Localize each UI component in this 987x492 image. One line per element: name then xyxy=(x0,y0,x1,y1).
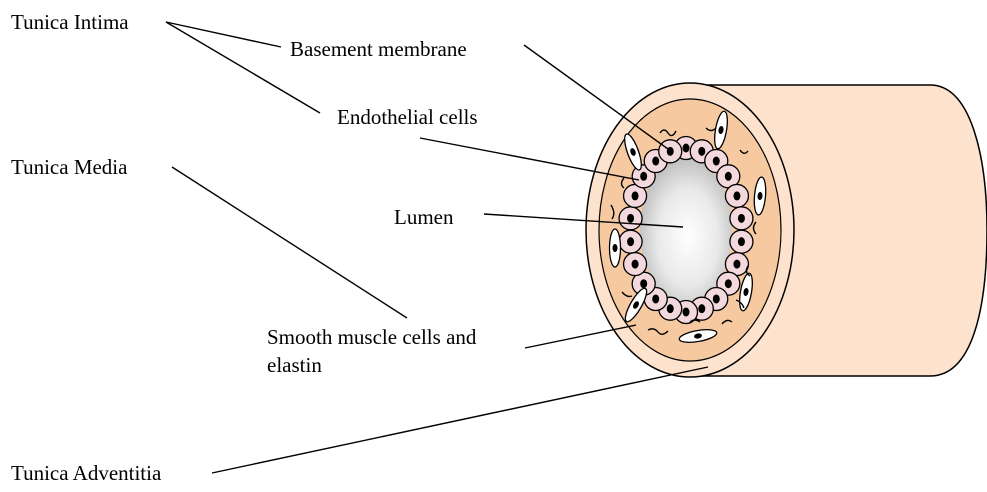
endothelial-cell xyxy=(725,184,748,207)
label-smooth-muscle-line1: Smooth muscle cells and xyxy=(267,324,476,350)
endothelial-cell xyxy=(619,230,642,253)
label-tunica-media: Tunica Media xyxy=(11,154,127,180)
endothelial-cell xyxy=(730,207,753,230)
label-smooth-muscle-line2: elastin xyxy=(267,352,322,378)
endothelial-cell xyxy=(624,253,647,276)
label-tunica-intima: Tunica Intima xyxy=(11,9,129,35)
endothelial-cell xyxy=(659,140,682,163)
label-endothelial-cells: Endothelial cells xyxy=(337,104,478,130)
label-tunica-adventitia: Tunica Adventitia xyxy=(11,460,161,486)
endothelial-cell xyxy=(619,207,642,230)
leader-media xyxy=(172,167,407,318)
label-basement-membrane: Basement membrane xyxy=(290,36,467,62)
endothelial-cell xyxy=(730,230,753,253)
leader-intima-basement xyxy=(166,22,281,47)
leader-adventitia xyxy=(212,367,708,473)
label-lumen: Lumen xyxy=(394,204,453,230)
smooth-muscle-cell xyxy=(610,229,621,267)
